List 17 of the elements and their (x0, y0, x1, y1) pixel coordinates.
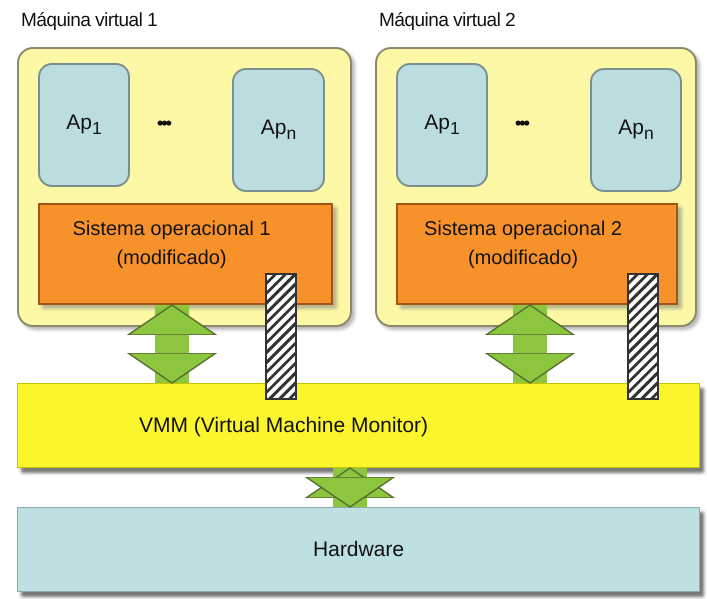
operating-system-box: Sistema operacional 1 (modificado) (38, 203, 333, 305)
double-arrow (485, 304, 575, 384)
hatched-bar (265, 273, 297, 400)
hypervisor-layer: VMM (Virtual Machine Monitor) (17, 383, 700, 468)
application-box: Ap$_{n}$ (232, 68, 325, 192)
hardware-layer: Hardware (17, 507, 700, 592)
ellipsis-dots: ••• (157, 113, 170, 134)
double-arrow (305, 467, 395, 508)
ellipsis-dots: ••• (515, 113, 528, 134)
application-box: Ap$_{n}$ (590, 68, 682, 192)
application-box: Ap$_{1}$ (38, 63, 130, 187)
application-box: Ap$_{1}$ (396, 63, 488, 187)
panel-title: Máquina virtual 2 (379, 10, 516, 32)
double-arrow (127, 304, 217, 384)
operating-system-box: Sistema operacional 2 (modificado) (396, 203, 678, 305)
hatched-bar (627, 273, 659, 400)
panel-title: Máquina virtual 1 (21, 10, 158, 32)
